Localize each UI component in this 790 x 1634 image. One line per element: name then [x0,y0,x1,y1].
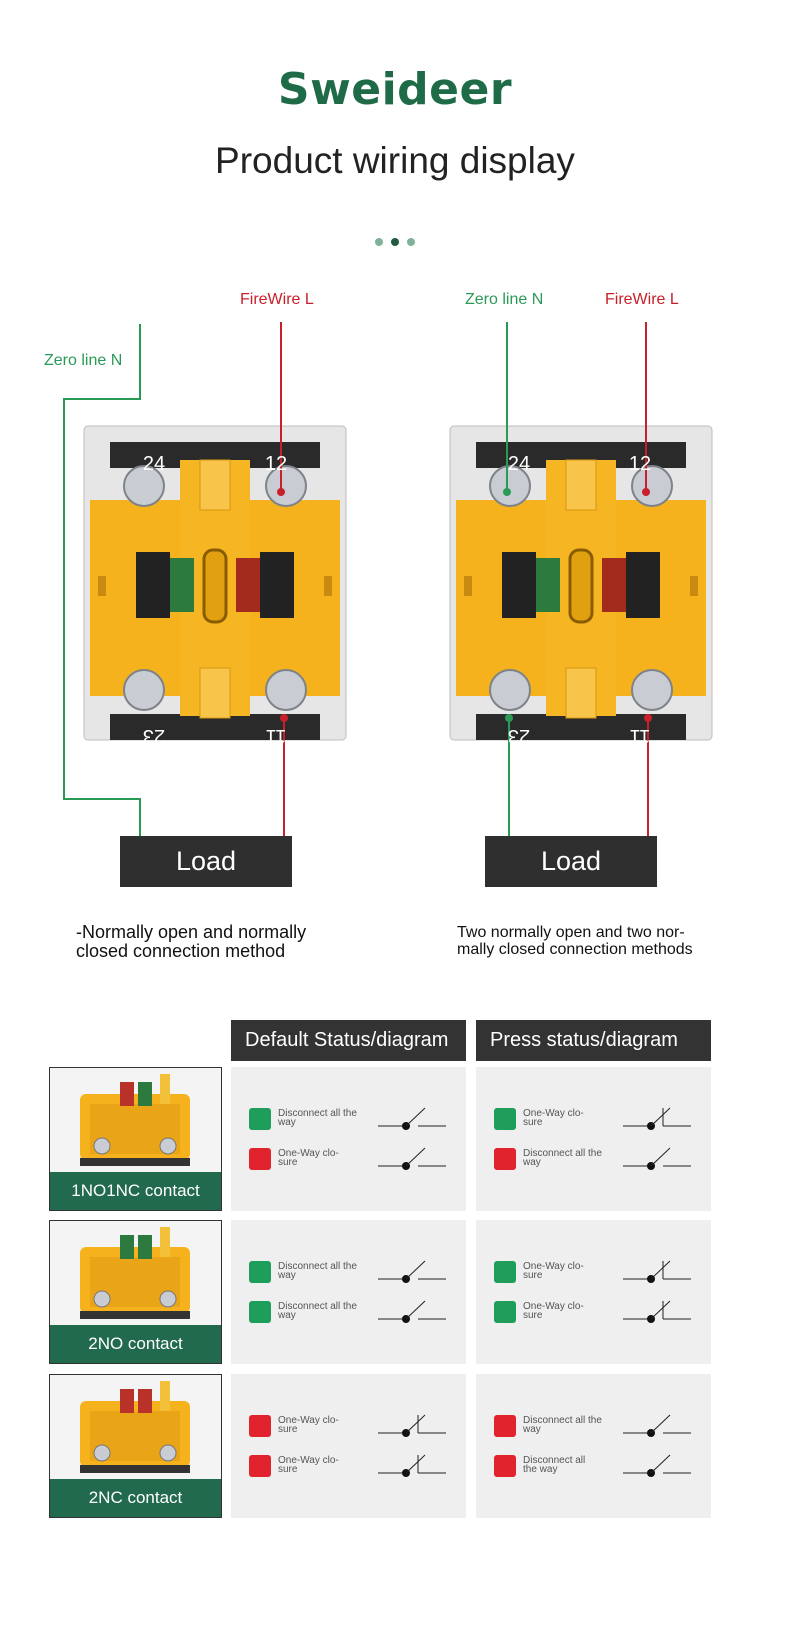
status-text: One-Way clo-sure [523,1301,584,1321]
load-box-left: Load [120,836,292,887]
carousel-dot-active[interactable] [391,238,399,246]
page-title: Product wiring display [215,140,575,181]
closed-switch-symbol [378,1454,446,1477]
contact-type-label: 1NO1NC contact [50,1172,221,1210]
status-text: One-Way clo-sure [278,1148,339,1168]
brand-logo: Sweideer [277,64,513,115]
contact-type-label: 2NC contact [50,1479,221,1517]
status-text: One-Way clo-sure [278,1455,339,1475]
wiring-diagram: 24 12 23 11 24 12 23 11 [63,322,714,836]
carousel-dot[interactable] [375,238,383,246]
green-indicator [249,1108,271,1130]
green-indicator [494,1261,516,1283]
red-indicator [249,1415,271,1437]
carousel-dots [0,233,790,251]
terminal-24-right: 24 [508,453,530,475]
green-indicator [249,1261,271,1283]
contact-block-image [80,1074,190,1166]
fire-label-left: FireWire L [240,291,314,308]
contact-thumbnail: 2NO contact [49,1220,222,1364]
terminal-12-right: 12 [629,453,651,475]
terminal-24-left: 24 [143,453,165,475]
red-indicator [249,1455,271,1477]
zero-label-left: Zero line N [44,352,123,369]
contact-block-image [80,1227,190,1319]
open-switch-symbol [378,1260,446,1283]
open-switch-symbol [623,1454,691,1477]
closed-switch-symbol [623,1107,691,1130]
closed-switch-symbol [623,1260,691,1283]
closed-switch-symbol [623,1300,691,1323]
terminal-23-left: 23 [143,725,165,747]
header-default-status: Default Status/diagram [231,1020,466,1061]
load-box-right: Load [485,836,657,887]
contact-thumbnail: 2NC contact [49,1374,222,1518]
terminal-11-right: 11 [630,725,651,747]
contact-thumbnail: 1NO1NC contact [49,1067,222,1211]
open-switch-symbol [378,1107,446,1130]
header-press-status: Press status/diagram [476,1020,711,1061]
desc-right: Two normally open and two nor-mally clos… [457,924,693,958]
open-switch-symbol [623,1414,691,1437]
green-indicator [494,1108,516,1130]
red-indicator [494,1148,516,1170]
green-indicator [249,1301,271,1323]
status-text: One-Way clo-sure [523,1261,584,1281]
carousel-dot[interactable] [407,238,415,246]
red-indicator [249,1148,271,1170]
switch-block-left [82,424,348,742]
open-switch-symbol [623,1147,691,1170]
contact-type-label: 2NO contact [50,1325,221,1363]
red-indicator [494,1415,516,1437]
red-indicator [494,1455,516,1477]
closed-switch-symbol [378,1414,446,1437]
open-switch-symbol [378,1300,446,1323]
switch-block-right [448,424,714,742]
contact-block-image [80,1381,190,1473]
status-text: One-Way clo-sure [278,1415,339,1435]
green-indicator [494,1301,516,1323]
terminal-12-left: 12 [265,453,287,475]
open-switch-symbol [378,1147,446,1170]
zero-label-right: Zero line N [465,291,544,308]
terminal-11-left: 11 [266,725,287,747]
status-text: One-Way clo-sure [523,1108,584,1128]
fire-label-right: FireWire L [605,291,679,308]
terminal-23-right: 23 [508,725,530,747]
